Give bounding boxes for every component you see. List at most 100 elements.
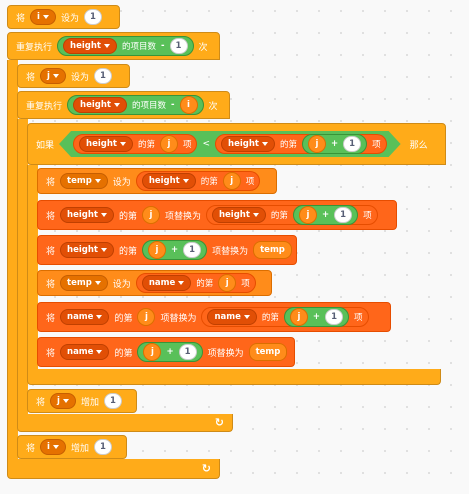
list-height-label: height xyxy=(228,139,259,149)
repeat-inner-block[interactable]: 重复执行 height 的项目数 - i 次 xyxy=(17,91,230,119)
value-input[interactable]: 1 xyxy=(325,309,344,325)
add-operator[interactable]: j + 1 xyxy=(283,307,350,327)
set-to-label: 设为 xyxy=(112,279,131,290)
variable-j-reporter[interactable]: j xyxy=(222,172,241,190)
item-of-list-reporter[interactable]: height 的第 j 项 xyxy=(135,171,261,191)
variable-temp-label: temp xyxy=(67,278,92,288)
set-temp-block[interactable]: 将 temp 设为 height 的第 j 项 xyxy=(37,168,277,194)
item-of-label: 的第 xyxy=(114,313,133,324)
variable-j-reporter[interactable]: j xyxy=(147,241,166,259)
if-block[interactable]: 如果 height 的第 j 项 < height 的第 j + 1 项 那么 xyxy=(27,123,446,165)
variable-j-reporter[interactable]: j xyxy=(160,135,178,153)
list-name-label: name xyxy=(67,312,94,322)
item-of-label: 的第 xyxy=(114,348,133,359)
variable-j-reporter[interactable]: j xyxy=(137,308,156,326)
if-block-footer xyxy=(27,369,441,385)
variable-j-reporter[interactable]: j xyxy=(143,343,162,361)
item-of-list-reporter[interactable]: height 的第 j + 1 项 xyxy=(215,134,387,154)
variable-i-reporter[interactable]: i xyxy=(179,96,198,114)
list-height-label: height xyxy=(70,41,101,51)
less-than-operator[interactable]: height 的第 j 项 < height 的第 j + 1 项 xyxy=(59,131,401,157)
value-input[interactable]: 1 xyxy=(103,393,122,409)
set-temp-name-block[interactable]: 将 temp 设为 name 的第 j 项 xyxy=(37,270,272,296)
replace-name-j-block[interactable]: 将 name 的第 j 项替换为 name 的第 j + 1 项 xyxy=(37,302,391,332)
variable-temp-reporter[interactable]: temp xyxy=(248,343,288,361)
list-dropdown-height[interactable]: height xyxy=(60,242,114,258)
list-dropdown-height[interactable]: height xyxy=(221,136,275,152)
add-operator[interactable]: j + 1 xyxy=(302,134,367,154)
variable-dropdown-temp[interactable]: temp xyxy=(60,275,108,291)
set-i-block[interactable]: 将 i 设为 1 xyxy=(7,5,120,29)
list-dropdown-height[interactable]: height xyxy=(211,207,266,223)
list-dropdown-height[interactable]: height xyxy=(73,97,127,113)
subtract-operator[interactable]: height 的项目数 - 1 xyxy=(57,36,194,56)
list-dropdown-name[interactable]: name xyxy=(60,344,110,360)
variable-temp-label: temp xyxy=(67,176,92,186)
change-j-block[interactable]: 将 j 增加 1 xyxy=(27,389,137,413)
value-input[interactable]: 1 xyxy=(93,68,112,84)
variable-dropdown-i[interactable]: i xyxy=(30,9,56,25)
dropdown-arrow-icon xyxy=(120,142,126,146)
list-height-label: height xyxy=(86,139,117,149)
item-label: 项 xyxy=(182,140,192,150)
repeat-outer-block[interactable]: 重复执行 height 的项目数 - 1 次 xyxy=(7,32,220,60)
set-label: 将 xyxy=(16,13,26,24)
replace-height-j-block[interactable]: 将 height 的第 j 项替换为 height 的第 j + 1 项 xyxy=(37,200,397,230)
variable-dropdown-j[interactable]: j xyxy=(40,68,66,84)
replace-height-j1-block[interactable]: 将 height 的第 j + 1 项替换为 temp xyxy=(37,235,297,265)
replace-name-j1-block[interactable]: 将 name 的第 j + 1 项替换为 temp xyxy=(37,337,295,367)
variable-dropdown-j[interactable]: j xyxy=(50,393,76,409)
value-input[interactable]: 1 xyxy=(93,439,112,455)
item-of-label: 的第 xyxy=(279,140,297,150)
value-input[interactable]: 1 xyxy=(83,9,102,25)
minus-label: - xyxy=(160,41,165,51)
variable-j-reporter[interactable]: j xyxy=(218,274,237,292)
item-of-list-reporter[interactable]: height 的第 j 项 xyxy=(73,134,197,154)
variable-dropdown-temp[interactable]: temp xyxy=(60,173,108,189)
value-input[interactable]: 1 xyxy=(178,344,197,360)
list-dropdown-height[interactable]: height xyxy=(63,38,117,54)
list-height-label: height xyxy=(218,210,250,220)
dropdown-arrow-icon xyxy=(100,248,107,252)
value-input[interactable]: 1 xyxy=(343,136,361,152)
dropdown-arrow-icon xyxy=(94,281,101,285)
plus-label: + xyxy=(312,312,321,322)
item-of-list-reporter[interactable]: name 的第 j 项 xyxy=(135,273,256,293)
add-operator[interactable]: j + 1 xyxy=(137,342,203,362)
variable-j-reporter[interactable]: j xyxy=(308,135,326,153)
variable-j-reporter[interactable]: j xyxy=(141,206,160,224)
list-dropdown-height[interactable]: height xyxy=(60,207,114,223)
add-operator[interactable]: j + 1 xyxy=(292,205,359,225)
value-input[interactable]: 1 xyxy=(334,207,353,223)
value-input[interactable]: 1 xyxy=(169,38,188,54)
item-of-list-reporter[interactable]: name 的第 j + 1 项 xyxy=(201,307,369,327)
item-of-label: 的第 xyxy=(118,211,137,222)
plus-label: + xyxy=(321,210,330,220)
list-dropdown-height[interactable]: height xyxy=(141,173,196,189)
repeat-label: 重复执行 xyxy=(26,101,63,112)
variable-j-reporter[interactable]: j xyxy=(298,206,317,224)
variable-dropdown-i[interactable]: i xyxy=(40,439,66,455)
set-label: 将 xyxy=(26,72,36,83)
change-i-block[interactable]: 将 i 增加 1 xyxy=(17,435,127,459)
set-j-block[interactable]: 将 j 设为 1 xyxy=(17,64,130,88)
value-input[interactable]: 1 xyxy=(183,242,202,258)
list-dropdown-name[interactable]: name xyxy=(207,309,257,325)
then-label: 那么 xyxy=(409,140,428,151)
item-of-label: 的第 xyxy=(118,246,137,257)
repeat-inner-footer: ↻ xyxy=(17,414,233,432)
subtract-operator[interactable]: height 的项目数 - i xyxy=(67,95,204,115)
variable-i-label: i xyxy=(47,442,50,452)
list-dropdown-height[interactable]: height xyxy=(79,136,133,152)
loop-arrow-icon: ↻ xyxy=(214,416,224,429)
variable-temp-reporter[interactable]: temp xyxy=(253,241,292,259)
add-operator[interactable]: j + 1 xyxy=(141,240,208,260)
plus-label: + xyxy=(330,139,339,149)
item-of-list-reporter[interactable]: height 的第 j + 1 项 xyxy=(205,205,378,225)
list-dropdown-name[interactable]: name xyxy=(60,309,110,325)
dropdown-arrow-icon xyxy=(103,44,110,48)
variable-j-reporter[interactable]: j xyxy=(289,308,308,326)
set-label: 将 xyxy=(46,211,56,222)
item-of-label: 的第 xyxy=(261,313,279,323)
list-dropdown-name[interactable]: name xyxy=(141,275,192,291)
